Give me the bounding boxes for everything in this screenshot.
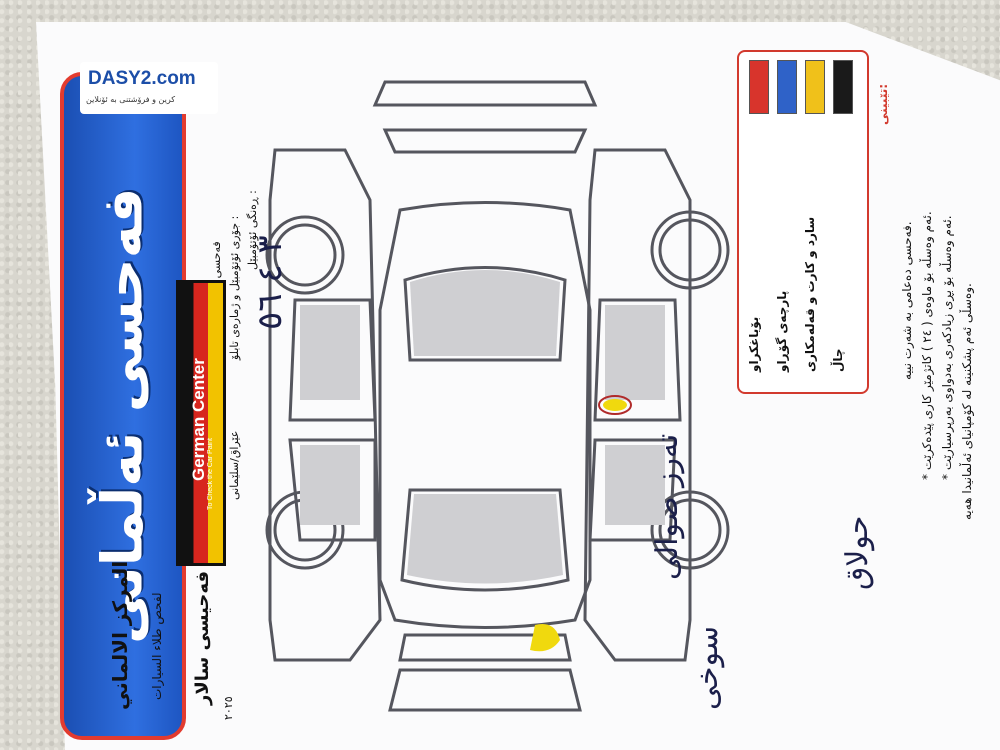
right-front-wheel [650,210,730,290]
left-front-wheel [265,215,345,295]
handwritten-note-3: حولاق [840,515,875,590]
legend-box: بۆیاغکراو پارچەی گۆڕاو سارد و کارت و قەل… [737,50,869,394]
handwritten-plate: ٣ ٤ ٥٦ [250,235,290,330]
legend-swatch-yellow [805,60,825,114]
notes-label: تێبینی: [876,83,890,125]
notes-line-3: * ئەم وەسڵە بۆ بڕی زیادکەری بەدواوی بەرپ… [940,215,954,480]
german-center-sub: To Check the Car Paint [207,438,214,510]
legend-item-4: چاڵ [831,348,845,372]
front-bumper-outline [372,80,598,107]
logo-tagline: کرین و فرۆشتنی به ئۆنلاین [86,95,176,104]
handwritten-note-2: سوخی [690,625,725,710]
logo-brand: DASY2.com [88,68,196,89]
owner-name: فەحیسی سالار [192,570,213,705]
notes-line-2: * ئەم وەسڵە بۆ ماوەی ( ٢٤ ) کاتژمێر کاری… [920,211,934,480]
notes-line-1: فەحسی دەعامی به شەرت نییه. [900,221,914,380]
dasy2-logo: DASY2.com کرین و فرۆشتنی به ئۆنلاین [80,62,218,114]
red-circle-mark [598,395,632,415]
yellow-mark-right-door [603,399,627,411]
notes-line-4: وەسڵی ئەم پشکنینه لە کۆمپانیای ئەڵمانیدا… [960,283,974,520]
german-center-badge [176,280,226,566]
right-side-outline [583,148,692,662]
right-rear-wheel [650,490,730,570]
left-side-outline [268,148,382,662]
rear-bumper-outline [398,633,572,662]
yellow-mark-rear [530,624,560,652]
arabic-title: المركز الالماني [108,560,132,710]
legend-item-3: سارد و کارت و قەلەمکاری [803,216,817,372]
legend-item-2: پارچەی گۆڕاو [775,290,789,372]
legend-swatch-red [749,60,769,114]
body-outline [378,201,592,629]
car-diagram [265,80,730,712]
arabic-sub: لفحص طلاء السيارات [150,592,164,700]
legend-swatch-black [833,60,853,114]
handwritten-note-1: تەرز صوالی [650,433,685,580]
legend-item-1: بۆیاغکراو [747,316,761,372]
legend-swatch-blue [777,60,797,114]
